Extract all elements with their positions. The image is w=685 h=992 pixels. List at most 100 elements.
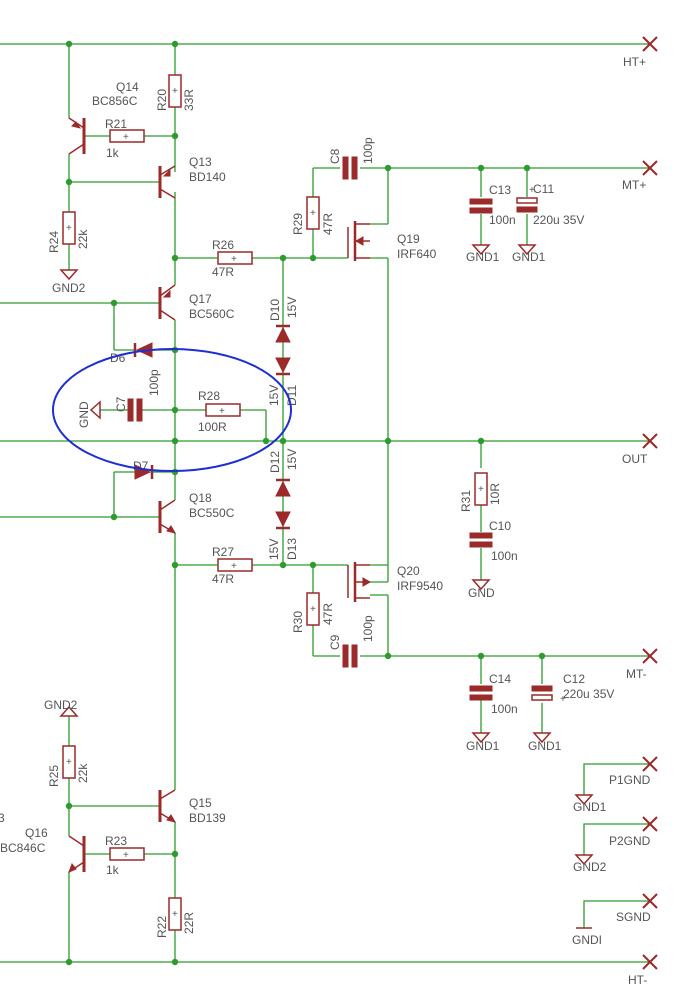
junction-dot [279, 437, 287, 445]
svg-text:GND2: GND2 [52, 281, 86, 295]
junction-dot [477, 164, 485, 172]
svg-text:R21: R21 [105, 117, 127, 131]
connector-sgnd: SGND [616, 893, 658, 924]
svg-text:220u 35V: 220u 35V [533, 213, 584, 227]
svg-text:D13: D13 [285, 538, 299, 560]
svg-text:Q20: Q20 [397, 564, 420, 578]
junction-dot [384, 652, 392, 660]
capacitor-c11: + C11 220u 35V [516, 182, 584, 227]
svg-text:BC550C: BC550C [189, 506, 235, 520]
junction-dot [262, 437, 270, 445]
svg-text:15V: 15V [267, 385, 281, 406]
resistor-r27: + R27 47R [212, 545, 253, 586]
resistor-r30: + R30 47R [291, 592, 335, 633]
capacitor-c13: C13 100n [469, 183, 516, 227]
diode-d13: 15V D13 [267, 511, 299, 560]
junctions [65, 40, 546, 966]
junction-dot [65, 802, 73, 810]
svg-text:R31: R31 [459, 490, 473, 512]
connector-out: OUT [622, 433, 658, 466]
junction-dot [171, 132, 179, 140]
svg-text:D7: D7 [133, 459, 149, 473]
junction-dot [171, 468, 179, 476]
svg-text:BD140: BD140 [189, 170, 226, 184]
resistor-r24: + R24 22k [47, 211, 90, 253]
svg-text:C7: C7 [114, 396, 128, 412]
resistor-r31: + R31 10R [459, 472, 502, 512]
svg-text:BD139: BD139 [189, 811, 226, 825]
resistor-r22: + R22 22R [155, 897, 196, 938]
junction-dot [171, 958, 179, 966]
transistor-q16: Q16 BC846C 3 [0, 811, 86, 873]
svg-text:Q17: Q17 [189, 292, 212, 306]
svg-text:GND2: GND2 [44, 698, 78, 712]
ground-gnd2-lower: GND2 [44, 698, 79, 717]
svg-text:+: + [219, 406, 225, 417]
junction-dot [477, 652, 485, 660]
ground-gnd2-upper: GND2 [52, 269, 86, 295]
svg-text:C12: C12 [563, 672, 585, 686]
svg-text:47R: 47R [212, 572, 234, 586]
svg-text:C13: C13 [489, 183, 511, 197]
svg-text:GND1: GND1 [466, 250, 500, 264]
junction-dot [65, 40, 73, 48]
svg-text:47R: 47R [321, 603, 335, 625]
svg-text:R30: R30 [291, 611, 305, 633]
connector-ht-plus: HT+ [623, 36, 658, 69]
svg-text:MT+: MT+ [622, 178, 646, 192]
svg-text:Q14: Q14 [116, 80, 139, 94]
svg-text:HT-: HT- [628, 973, 647, 987]
svg-text:100R: 100R [198, 420, 227, 434]
ground-gnd1-c14: GND1 [466, 732, 500, 753]
resistor-r26: + R26 47R [212, 238, 253, 279]
svg-text:GND: GND [77, 401, 91, 428]
ground-gnd1-c11: GND1 [512, 244, 546, 264]
highlight-ellipse [52, 348, 292, 472]
wire [583, 823, 650, 855]
svg-text:+: + [231, 561, 237, 572]
svg-text:D11: D11 [285, 385, 299, 406]
capacitor-c8: C8 100p [328, 137, 375, 180]
svg-text:Q16: Q16 [25, 826, 48, 840]
svg-text:GND1: GND1 [573, 800, 607, 814]
svg-text:MT-: MT- [626, 667, 647, 681]
svg-text:R20: R20 [155, 89, 169, 111]
svg-text:BC856C: BC856C [92, 94, 138, 108]
junction-dot [309, 561, 317, 569]
svg-text:15V: 15V [285, 449, 299, 470]
wires [0, 43, 650, 963]
svg-text:C14: C14 [489, 672, 511, 686]
svg-text:+: + [231, 254, 237, 265]
svg-text:R27: R27 [212, 545, 234, 559]
svg-text:C11: C11 [533, 182, 554, 196]
svg-text:+: + [123, 132, 129, 143]
ground-gnd1-c13: GND1 [466, 244, 500, 264]
wire [583, 763, 650, 795]
svg-text:R24: R24 [47, 231, 61, 253]
svg-text:47R: 47R [321, 213, 335, 235]
svg-text:R25: R25 [47, 765, 61, 787]
connector-mt-minus: MT- [626, 648, 658, 681]
ground-gnd-c7: GND [77, 400, 101, 428]
capacitor-c10: C10 100n [469, 519, 518, 563]
junction-dot [384, 437, 392, 445]
transistor-q18: Q18 BC550C [158, 491, 235, 534]
svg-text:P1GND: P1GND [609, 773, 651, 787]
junction-dot [523, 164, 531, 172]
svg-text:IRF9540: IRF9540 [397, 579, 443, 593]
svg-text:100p: 100p [361, 137, 375, 164]
svg-text:+: + [123, 850, 129, 861]
svg-text:3: 3 [0, 811, 5, 825]
junction-dot [110, 513, 118, 521]
junction-dot [65, 178, 73, 186]
connector-ht-minus: HT- [628, 954, 658, 987]
diode-d11: 15V D11 [267, 357, 299, 406]
svg-text:D10: D10 [268, 299, 282, 321]
junction-dot [279, 254, 287, 262]
svg-text:1k: 1k [106, 146, 120, 160]
svg-text:BC846C: BC846C [0, 841, 46, 855]
junction-dot [171, 561, 179, 569]
svg-text:GNDI: GNDI [572, 933, 602, 947]
connector-mt-plus: MT+ [622, 160, 658, 192]
svg-text:IRF640: IRF640 [397, 247, 437, 261]
